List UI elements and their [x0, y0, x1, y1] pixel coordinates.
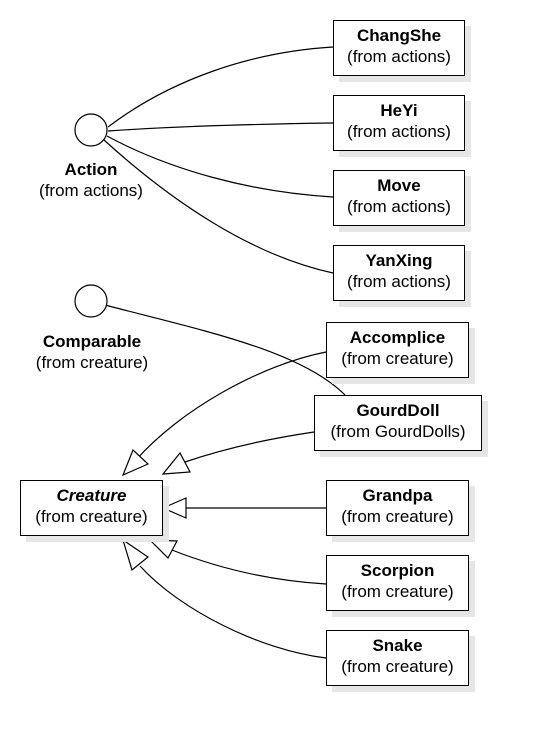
class-package: (from creature) [35, 507, 148, 526]
class-heyi[interactable]: HeYi (from actions) [333, 95, 465, 151]
class-name: Snake [372, 636, 423, 655]
arrowhead-gourddoll [161, 451, 191, 475]
class-changshe[interactable]: ChangShe (from actions) [333, 20, 465, 76]
class-name: Accomplice [349, 328, 446, 347]
link-yanxing-action [103, 139, 334, 274]
class-package: (from actions) [347, 122, 451, 141]
class-package: (from GourdDolls) [330, 422, 466, 441]
interface-name: Comparable [42, 332, 142, 351]
link-changshe-action [107, 46, 334, 128]
class-name: Creature [56, 486, 127, 505]
class-package: (from creature) [341, 657, 454, 676]
class-package: (from creature) [341, 507, 454, 526]
link-gourddoll-comparable [104, 304, 346, 396]
link-snake-creature [139, 565, 327, 659]
class-name: Grandpa [362, 486, 433, 505]
class-yanxing[interactable]: YanXing (from actions) [333, 245, 465, 301]
class-name: HeYi [380, 101, 418, 120]
class-package: (from actions) [347, 272, 451, 291]
class-package: (from actions) [347, 47, 451, 66]
link-heyi-action [107, 122, 334, 132]
link-scorpion-creature [171, 549, 327, 585]
link-accomplice-creature [135, 351, 327, 461]
class-snake[interactable]: Snake (from creature) [326, 630, 469, 686]
class-grandpa[interactable]: Grandpa (from creature) [326, 480, 469, 536]
arrowhead-snake [121, 538, 150, 572]
class-move[interactable]: Move (from actions) [333, 170, 465, 226]
class-accomplice[interactable]: Accomplice (from creature) [326, 322, 469, 378]
class-name: GourdDoll [356, 401, 440, 420]
interface-package: (from creature) [35, 353, 149, 372]
interface-action-label: Action (from actions) [20, 159, 162, 201]
interface-name: Action [64, 160, 118, 179]
class-name: ChangShe [356, 26, 442, 45]
arrowhead-scorpion [148, 539, 178, 559]
link-move-action [106, 135, 334, 198]
class-name: YanXing [365, 251, 433, 270]
action-interface-circle[interactable] [74, 113, 108, 147]
link-gourddoll-creature [184, 431, 315, 463]
class-name: Move [377, 176, 421, 195]
arrowhead-grandpa [161, 497, 187, 519]
arrowhead-accomplice [121, 448, 150, 477]
comparable-interface-circle[interactable] [74, 284, 108, 318]
class-creature[interactable]: Creature (from creature) [20, 480, 163, 536]
class-package: (from creature) [341, 349, 454, 368]
interface-package: (from actions) [39, 181, 143, 200]
class-gourddoll[interactable]: GourdDoll (from GourdDolls) [314, 395, 482, 451]
interface-comparable-label: Comparable (from creature) [14, 331, 170, 373]
class-scorpion[interactable]: Scorpion (from creature) [326, 555, 469, 611]
class-name: Scorpion [360, 561, 435, 580]
class-package: (from actions) [347, 197, 451, 216]
class-package: (from creature) [341, 582, 454, 601]
